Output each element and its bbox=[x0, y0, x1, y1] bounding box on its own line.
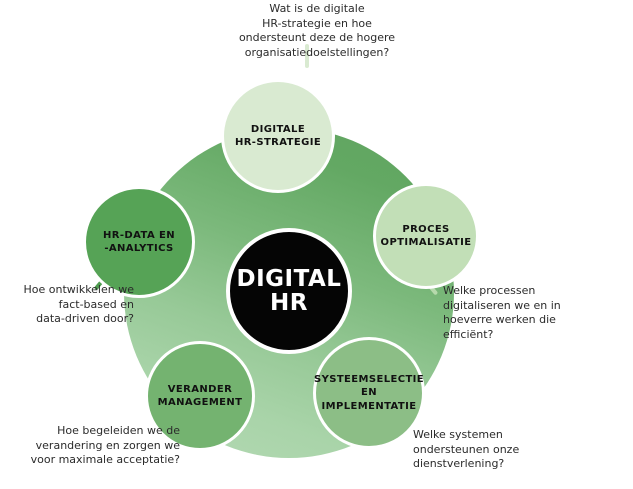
stem-digitale-hr-strategie bbox=[305, 44, 309, 68]
node-verander-management-label: VERANDER MANAGEMENT bbox=[157, 383, 243, 409]
caption-proces-optimalisatie: Welke processen digitaliseren we en in h… bbox=[443, 284, 561, 341]
node-verander-management[interactable]: VERANDER MANAGEMENT bbox=[145, 341, 255, 451]
node-digitale-hr-strategie[interactable]: DIGITALE HR-STRATEGIE bbox=[221, 79, 335, 193]
caption-verander-management: Hoe begeleiden we de verandering en zorg… bbox=[30, 424, 180, 467]
center-node-digital-hr[interactable]: DIGITAL HR bbox=[226, 228, 352, 354]
node-digitale-hr-strategie-label: DIGITALE HR-STRATEGIE bbox=[234, 123, 322, 149]
node-systeemselectie-en-implementatie[interactable]: SYSTEEMSELECTIE EN IMPLEMENTATIE bbox=[313, 337, 425, 449]
node-hr-data-en-analytics-label: HR-DATA EN -ANALYTICS bbox=[103, 229, 175, 255]
caption-systeemselectie-en-implementatie: Welke systemen ondersteunen onze dienstv… bbox=[413, 428, 520, 471]
node-proces-optimalisatie-label: PROCES OPTIMALISATIE bbox=[380, 223, 472, 249]
node-proces-optimalisatie[interactable]: PROCES OPTIMALISATIE bbox=[373, 183, 479, 289]
node-hr-data-en-analytics[interactable]: HR-DATA EN -ANALYTICS bbox=[83, 186, 195, 298]
center-node-label: DIGITAL HR bbox=[236, 265, 342, 316]
caption-digitale-hr-strategie: Wat is de digitale HR-strategie en hoe o… bbox=[238, 2, 396, 59]
node-systeemselectie-en-implementatie-label: SYSTEEMSELECTIE EN IMPLEMENTATIE bbox=[313, 373, 425, 412]
caption-hr-data-en-analytics: Hoe ontwikkelen we fact-based en data-dr… bbox=[23, 283, 134, 326]
